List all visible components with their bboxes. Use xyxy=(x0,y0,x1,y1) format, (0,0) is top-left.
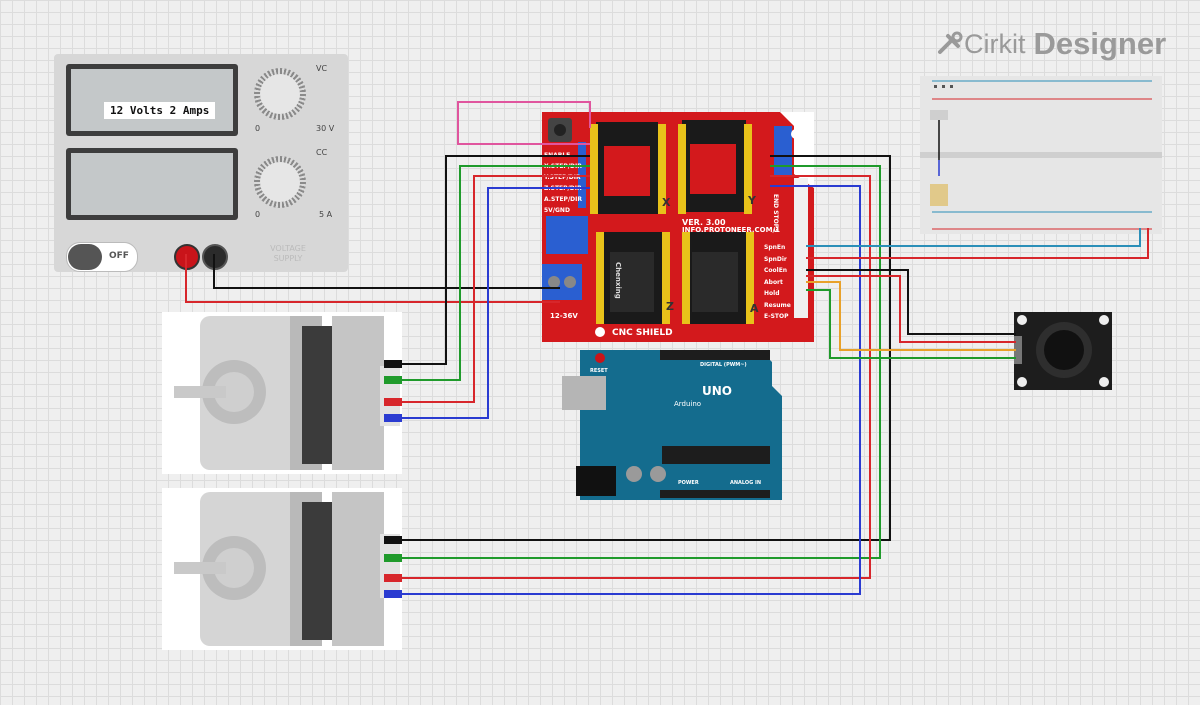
axis-z-label: Z xyxy=(666,300,674,313)
switch-label: OFF xyxy=(109,251,129,261)
joystick-module[interactable] xyxy=(1014,312,1112,390)
brand-word-designer: Designer xyxy=(1033,26,1167,61)
pin-spndir: SpnDir xyxy=(764,255,787,263)
wrench-icon xyxy=(938,31,963,54)
brand-word-cirkit: Cirkit xyxy=(964,28,1026,59)
driver-brand-label: Chenxing xyxy=(614,262,622,299)
wire-joystick-orange xyxy=(806,281,1016,351)
reset-label: RESET xyxy=(590,368,608,374)
wire-motor2-blue xyxy=(402,185,861,595)
wire-breadboard-red xyxy=(806,228,1149,259)
pin-5v-gnd: 5V/GND xyxy=(544,207,570,214)
wire-motor1-red xyxy=(402,175,590,403)
pin-a-step: A.STEP/DIR xyxy=(544,196,582,203)
wire-motor1-black xyxy=(402,155,590,365)
wire-motor1-green xyxy=(402,165,590,381)
axis-a-label: A xyxy=(750,302,759,315)
cc-label: CC xyxy=(316,148,328,157)
power-supply[interactable]: 12 Volts 2 Amps VC CC 0 30 V 0 5 A OFF V… xyxy=(54,54,348,272)
analog-label: ANALOG IN xyxy=(730,480,762,486)
wire-motor2-black xyxy=(402,155,891,541)
volt-max-label: 30 V xyxy=(316,124,335,133)
power-label: POWER xyxy=(678,480,699,486)
cnc-voltage: 12-36V xyxy=(550,312,578,320)
brand-logo: Cirkit Designer xyxy=(936,24,1166,64)
voltage-display: 12 Volts 2 Amps xyxy=(66,64,238,136)
wire-joystick-red xyxy=(806,275,1016,343)
switch-knob xyxy=(68,244,102,270)
voltage-knob[interactable] xyxy=(254,68,306,120)
digital-label: DIGITAL (PWM~) xyxy=(700,362,747,368)
wire-motor2-green xyxy=(402,165,881,559)
power-switch[interactable]: OFF xyxy=(66,242,138,272)
cnc-version: VER. 3.00 xyxy=(682,218,726,227)
right-pin-labels: SpnEn SpnDir CoolEn Abort Hold Resume E-… xyxy=(764,242,791,323)
axis-y-label: Y xyxy=(748,194,756,207)
arduino-uno[interactable]: UNO Arduino RESET DIGITAL (PWM~) ANALOG … xyxy=(560,350,782,504)
pin-resume: Resume xyxy=(764,301,791,309)
current-knob[interactable] xyxy=(254,156,306,208)
pin-spnen: SpnEn xyxy=(764,244,786,251)
breadboard[interactable] xyxy=(920,76,1162,234)
axis-x-label: X xyxy=(662,196,671,209)
wire-breadboard-teal xyxy=(806,228,1141,247)
uno-label: UNO xyxy=(702,384,732,398)
arduino-brand: Arduino xyxy=(674,400,702,408)
cnc-title: CNC SHIELD xyxy=(612,328,673,338)
volt-min-label: 0 xyxy=(255,124,261,133)
panel-text: VOLTAGE SUPPLY xyxy=(270,244,306,263)
psu-label: 12 Volts 2 Amps xyxy=(104,102,216,119)
stepper-motor-2[interactable] xyxy=(162,488,402,650)
amp-max-label: 5 A xyxy=(319,210,333,219)
pin-abort: Abort xyxy=(764,278,783,286)
wire-motor2-red xyxy=(402,175,871,579)
stepper-motor-1[interactable] xyxy=(162,312,402,474)
current-display xyxy=(66,148,238,220)
pin-y-step: Y.STEP/DIR xyxy=(544,174,581,181)
cnc-website: INFO.PROTONEER.COM/1 xyxy=(682,226,780,234)
wire-pink-loop xyxy=(457,101,591,145)
pin-estop: E-STOP xyxy=(764,313,789,320)
wire-psu-positive xyxy=(185,254,560,303)
cnc-shield[interactable]: CNC SHIELD VER. 3.00 INFO.PROTONEER.COM/… xyxy=(542,112,814,342)
wire-joystick-black xyxy=(806,269,1016,335)
pin-coolen: CoolEn xyxy=(764,267,788,274)
wire-joystick-green xyxy=(806,289,1016,359)
vc-label: VC xyxy=(316,64,328,73)
amp-min-label: 0 xyxy=(255,210,261,219)
end-stops-label: END STOPS xyxy=(772,194,779,233)
wire-psu-negative xyxy=(213,254,560,289)
pin-hold: Hold xyxy=(764,290,780,297)
wire-motor1-blue xyxy=(402,187,590,419)
